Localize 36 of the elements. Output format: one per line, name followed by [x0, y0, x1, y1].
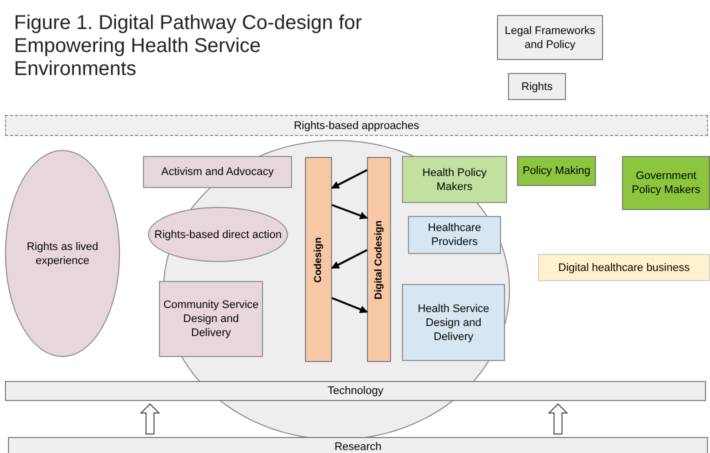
node-label: Rights as lived experience	[26, 240, 100, 268]
process-box	[408, 216, 501, 254]
node-label: Legal Frameworks and Policy	[504, 24, 596, 52]
node-label: Rights	[521, 80, 553, 94]
arrow	[332, 204, 368, 220]
process-box	[402, 284, 505, 361]
node-label: Rights-based direct action	[154, 228, 282, 242]
band	[5, 115, 708, 136]
node-label: Activism and Advocacy	[161, 165, 274, 179]
node-label: Policy Making	[522, 164, 590, 178]
arrow	[331, 249, 368, 269]
node-label: Rights-based approaches	[294, 118, 420, 132]
node-label: Government Policy Makers	[630, 169, 702, 197]
bar-label: Digital Codesign	[372, 220, 385, 299]
block-arrow	[140, 403, 160, 434]
node-label: Research	[334, 440, 382, 453]
vertical-bar	[367, 157, 391, 362]
process-box	[538, 254, 710, 281]
vertical-bar	[305, 157, 332, 362]
process-box	[497, 15, 603, 60]
process-box	[143, 156, 292, 188]
node-label: Technology	[328, 384, 384, 398]
node-label: Health Policy Makers	[421, 166, 488, 194]
process-box	[517, 156, 596, 186]
node-label: Community Service Design and Delivery	[162, 298, 260, 340]
node-label: Digital healthcare business	[558, 260, 690, 274]
arrow	[331, 169, 368, 189]
node-label: Healthcare Providers	[426, 221, 482, 249]
title: Figure 1. Digital Pathway Co-design for Empowering Health Service Environments	[14, 12, 363, 81]
node-label: Health Service Design and Delivery	[416, 302, 490, 344]
bar-label: Codesign	[312, 236, 324, 282]
process-box	[622, 156, 710, 210]
block-arrow	[548, 403, 568, 434]
band	[5, 381, 706, 401]
process-box	[508, 73, 566, 100]
arrow	[332, 297, 368, 314]
